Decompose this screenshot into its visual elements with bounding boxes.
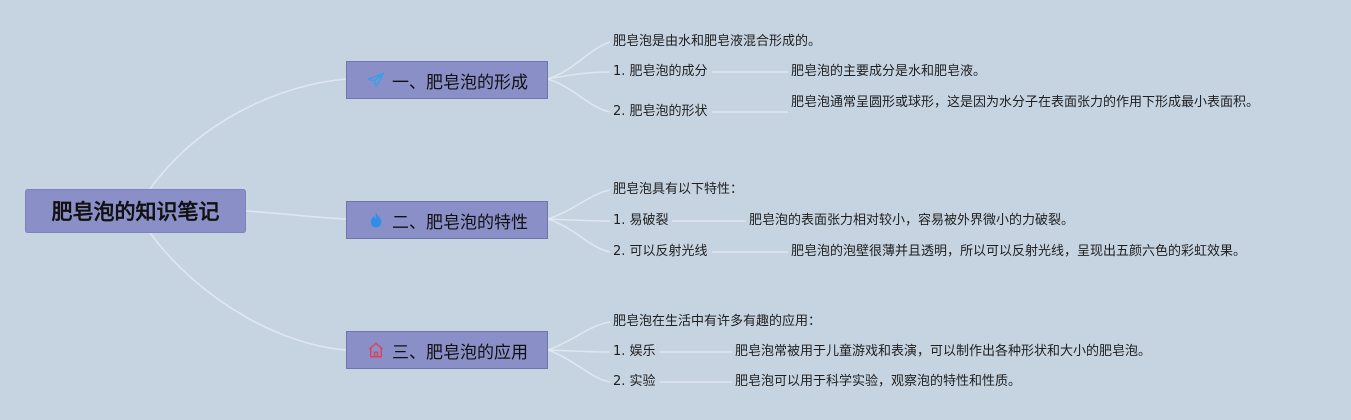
item-label: 2. 肥皂泡的形状 (613, 104, 708, 119)
connector-b1-item2 (547, 78, 611, 113)
connector-b2-item2 (547, 218, 611, 253)
branch-node-applications[interactable]: 三、肥皂泡的应用 (346, 331, 548, 369)
connector-root-branch-3 (149, 232, 347, 351)
connector-root-branch-2 (245, 210, 347, 220)
flame-icon (366, 210, 386, 230)
item-label: 1. 易破裂 (613, 213, 669, 228)
branch-node-formation[interactable]: 一、肥皂泡的形成 (346, 61, 548, 99)
item-description: 肥皂泡可以用于科学实验，观察泡的特性和性质。 (735, 374, 1022, 389)
connector-b3-intro (547, 321, 611, 351)
connector-b1-intro (547, 41, 611, 80)
connector-root-branch-1 (149, 78, 347, 190)
branch-node-properties[interactable]: 二、肥皂泡的特性 (346, 201, 548, 239)
item-label: 2. 可以反射光线 (613, 244, 708, 259)
item-description: 肥皂泡通常呈圆形或球形，这是因为水分子在表面张力的作用下形成最小表面积。 (791, 95, 1260, 110)
item-description: 肥皂泡的泡壁很薄并且透明，所以可以反射光线，呈现出五颜六色的彩虹效果。 (791, 244, 1247, 259)
connector-b1-item1 (547, 71, 611, 80)
root-title: 肥皂泡的知识笔记 (51, 200, 220, 224)
branch-title: 二、肥皂泡的特性 (392, 212, 528, 233)
branch-title: 一、肥皂泡的形成 (392, 72, 528, 93)
branch-intro: 肥皂泡是由水和肥皂液混合形成的。 (613, 34, 822, 49)
item-description: 肥皂泡的主要成分是水和肥皂液。 (791, 64, 987, 79)
item-label: 2. 实验 (613, 374, 656, 389)
branch-title: 三、肥皂泡的应用 (392, 342, 528, 363)
connector-b2-item1 (547, 218, 611, 222)
branch-intro: 肥皂泡具有以下特性： (613, 182, 744, 197)
connector-b2-intro (547, 189, 611, 220)
item-description: 肥皂泡常被用于儿童游戏和表演，可以制作出各种形状和大小的肥皂泡。 (735, 344, 1152, 359)
item-label: 1. 娱乐 (613, 344, 656, 359)
root-node[interactable]: 肥皂泡的知识笔记 (25, 189, 246, 233)
paper-plane-icon (366, 70, 386, 90)
branch-intro: 肥皂泡在生活中有许多有趣的应用： (613, 314, 822, 329)
home-icon (366, 340, 386, 360)
item-description: 肥皂泡的表面张力相对较小，容易被外界微小的力破裂。 (749, 213, 1075, 228)
connector-b3-item1 (547, 349, 611, 353)
connector-b3-item2 (547, 349, 611, 383)
item-label: 1. 肥皂泡的成分 (613, 64, 708, 79)
